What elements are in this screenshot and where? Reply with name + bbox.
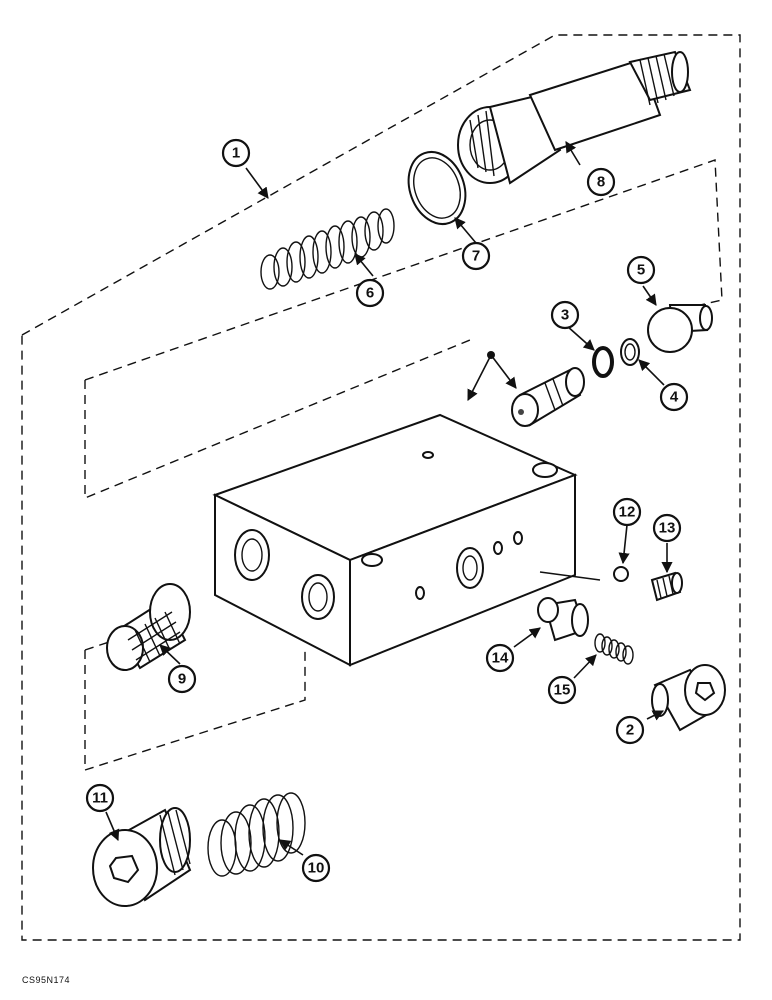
spring-part [260,208,395,290]
callout-8: 8 [586,167,616,197]
cartridge-group-boundary [84,159,723,500]
callout-9: 9 [167,664,197,694]
poppet-part [647,304,713,353]
svg-text:6: 6 [366,285,374,302]
svg-text:9: 9 [178,671,186,688]
svg-text:4: 4 [670,389,679,406]
callout-3: 3 [550,300,580,330]
plug-part [651,664,726,732]
svg-text:1: 1 [232,145,240,162]
callout-7: 7 [461,241,491,271]
callout-1: 1 [221,138,251,168]
drawing-reference-code: CS95N174 [22,975,71,985]
svg-text:14: 14 [492,650,509,667]
callout-11: 11 [85,783,115,813]
callout-5: 5 [626,255,656,285]
callout-6: 6 [355,278,385,308]
svg-text:7: 7 [472,248,480,265]
svg-text:10: 10 [308,860,325,877]
backup-ring-part [592,346,614,378]
callout-2: 2 [615,715,645,745]
svg-text:3: 3 [561,307,569,324]
spool-part [511,367,585,427]
valve-body-part [457,50,692,185]
manifold-block [212,413,601,667]
filter-screen-part [106,583,191,671]
piston-part [537,597,589,642]
callout-10: 10 [301,853,331,883]
callout-15: 15 [547,675,577,705]
o-ring-part [407,151,467,225]
filter-group-boundary [84,639,306,771]
washer-part [620,338,640,366]
set-screw-part [650,571,683,602]
kit-boundary [21,34,741,941]
svg-text:2: 2 [626,722,634,739]
large-spring-part [207,792,306,877]
large-plug-part [92,807,192,907]
svg-text:12: 12 [619,504,636,521]
svg-text:11: 11 [92,790,108,807]
small-spring-part [594,633,634,665]
svg-text:8: 8 [597,174,605,191]
svg-text:5: 5 [637,262,645,279]
callout-12: 12 [612,497,642,527]
callout-13: 13 [652,513,682,543]
svg-text:15: 15 [554,682,571,699]
svg-text:13: 13 [659,520,676,537]
callout-4: 4 [659,382,689,412]
check-ball-part [613,566,629,582]
callout-14: 14 [485,643,515,673]
